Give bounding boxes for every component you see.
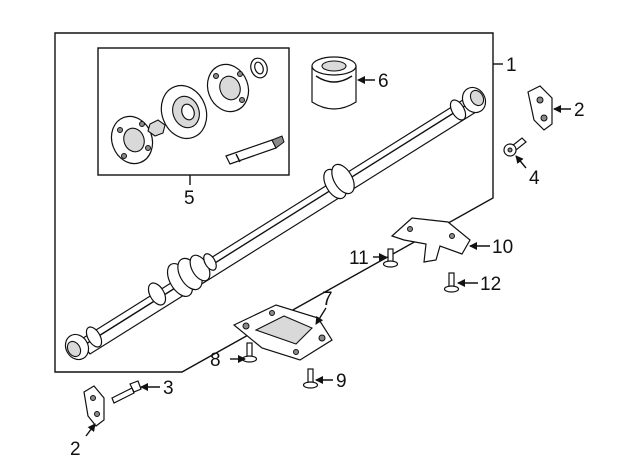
joint-kit-box	[97, 47, 290, 176]
callout-2-lower: 2	[70, 439, 81, 460]
bolt-4	[503, 137, 527, 157]
callout-7: 7	[322, 289, 333, 310]
bracket-plate-upper	[527, 85, 553, 131]
callout-5: 5	[184, 188, 195, 209]
callout-10: 10	[492, 237, 513, 258]
callout-4: 4	[529, 168, 540, 189]
stud-9	[302, 368, 319, 389]
stud-8	[241, 342, 258, 363]
bracket-plate-lower	[83, 385, 105, 427]
callout-6: 6	[378, 71, 389, 92]
joint-kit-parts	[110, 57, 285, 165]
leader-2b	[85, 423, 96, 437]
stud-12	[443, 272, 460, 293]
leader-7	[315, 307, 327, 325]
callout-12: 12	[480, 274, 501, 295]
callout-3: 3	[163, 378, 174, 399]
callout-11: 11	[349, 248, 369, 269]
callout-1: 1	[506, 55, 517, 76]
drive-shaft	[64, 86, 487, 361]
assembly-frame	[54, 32, 494, 373]
support-plate	[232, 304, 333, 361]
leader-4	[515, 155, 527, 169]
callout-2-upper: 2	[574, 100, 585, 121]
center-bearing	[311, 56, 357, 110]
stud-11	[382, 248, 399, 268]
bolt-3	[111, 380, 142, 404]
upper-bracket	[390, 217, 471, 263]
callout-9: 9	[336, 371, 347, 392]
callout-8: 8	[210, 350, 221, 371]
